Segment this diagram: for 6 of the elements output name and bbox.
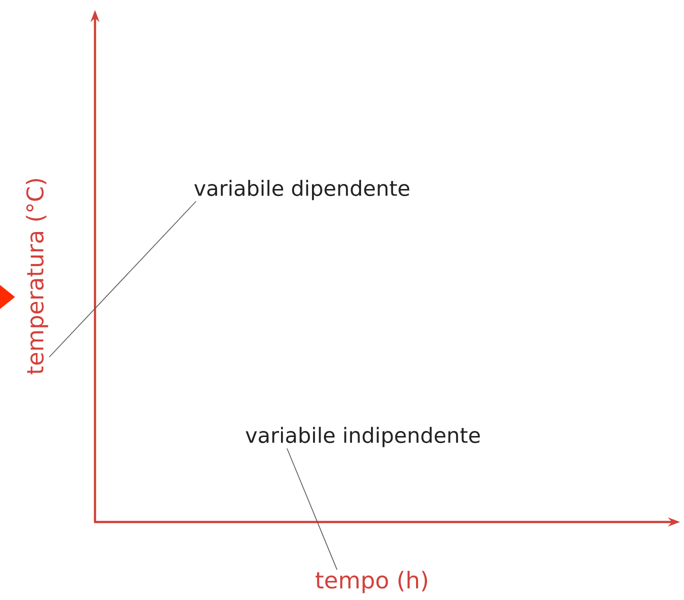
leader-line [286,448,338,570]
axis-annotation: variabile dipendente [194,180,410,200]
axis-annotation: variabile indipendente [246,426,480,448]
leader-line [48,200,196,358]
axis-label: temperatura (°C) [26,179,48,374]
axis-label: tempo (h) [316,570,428,594]
